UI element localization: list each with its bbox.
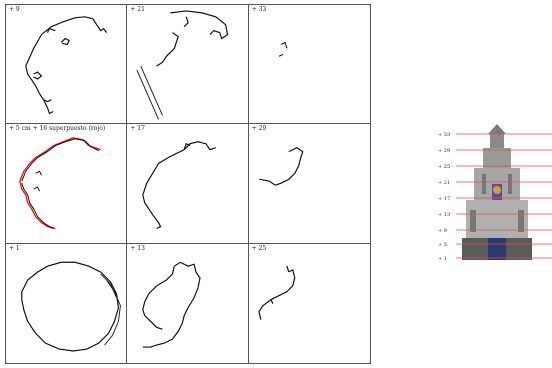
level-label: + 9: [438, 228, 447, 234]
section-label: + 25: [251, 244, 267, 252]
facade-elevation: + 33 + 29 + 25 + 21 + 17 + 13 + 9 + 5 + …: [426, 120, 552, 270]
section-label: + 21: [130, 6, 145, 13]
level-lines: [456, 133, 552, 259]
section-outline-33: [278, 41, 288, 57]
section-label: + 33: [251, 6, 267, 13]
level-labels: + 33 + 29 + 25 + 21 + 17 + 13 + 9 + 5 + …: [438, 132, 450, 262]
section-cell-5-16: + 5 cm + 16 superpuesto (rojo): [6, 124, 128, 244]
section-label: + 5 cm + 16 superpuesto (rojo): [9, 125, 106, 133]
section-cell-29: + 29: [248, 124, 370, 244]
section-outline-21: [136, 10, 229, 120]
church-facade-image: [462, 124, 532, 260]
level-label: + 21: [438, 180, 450, 186]
section-outline-17: [142, 141, 217, 230]
section-label: + 17: [130, 125, 145, 133]
level-label: + 1: [438, 256, 447, 262]
level-label: + 17: [438, 196, 450, 202]
section-label: + 1: [9, 244, 20, 252]
level-label: + 13: [438, 212, 450, 218]
level-label: + 5: [438, 242, 447, 248]
facade-drawing: + 33 + 29 + 25 + 21 + 17 + 13 + 9 + 5 + …: [438, 124, 552, 262]
section-cell-25: + 25: [249, 244, 370, 363]
level-label: + 29: [438, 148, 450, 154]
section-cell-21: + 21: [127, 5, 249, 125]
section-outline-9: [25, 16, 108, 115]
plan-sections-grid: + 9 + 21 + 33 + 5 cm + 16 superpuesto (r…: [5, 4, 371, 364]
section-outline-29: [258, 147, 304, 187]
level-label: + 33: [438, 132, 450, 138]
section-outline-13: [142, 261, 201, 348]
section-label: + 29: [251, 125, 267, 133]
section-cell-33: + 33: [248, 5, 370, 125]
section-outline-25: [257, 265, 296, 320]
section-label: + 13: [130, 244, 145, 252]
section-cell-13: + 13: [127, 243, 249, 363]
section-cell-17: + 17: [127, 124, 249, 244]
section-label: + 9: [9, 6, 20, 13]
section-outline-1: [21, 261, 121, 352]
level-label: + 25: [438, 164, 450, 170]
section-cell-9: + 9: [6, 5, 128, 125]
section-outline-5-16: [19, 137, 101, 230]
section-cell-1: + 1: [6, 243, 128, 363]
